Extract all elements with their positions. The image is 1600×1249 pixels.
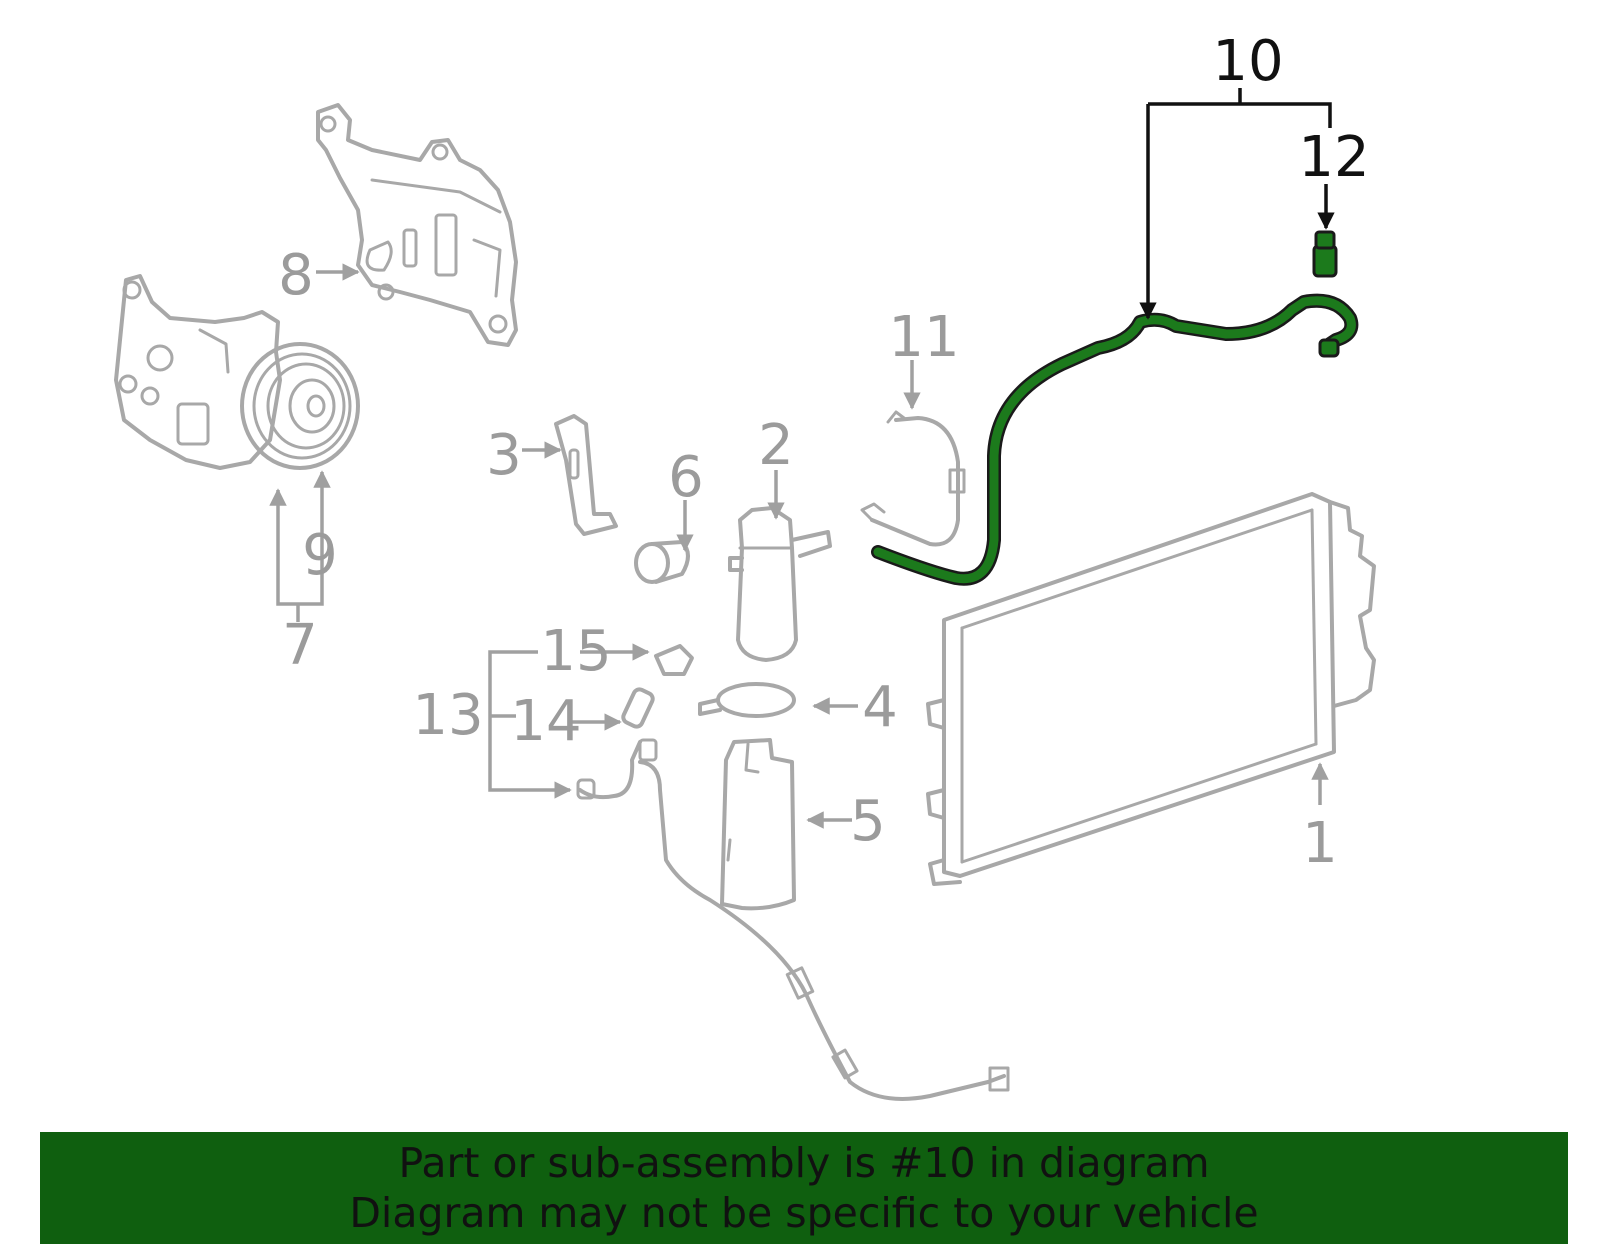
callout-10: 10 [1212,29,1283,94]
callout-7: 7 [282,613,318,678]
compressor-part [114,274,282,470]
suction-hose-part [860,410,966,547]
callout-6: 6 [668,445,704,510]
info-banner: Part or sub-assembly is #10 in diagram D… [40,1132,1568,1244]
clutch-pulley-part [240,342,360,470]
callout-9: 9 [302,523,338,588]
condenser-part [926,492,1376,886]
callout-labels: 1 2 3 4 5 6 7 8 9 10 11 12 13 14 15 [278,29,1369,876]
callout-4: 4 [862,675,898,740]
callout-14: 14 [510,689,581,754]
callout-13: 13 [412,683,483,748]
cap-part-15 [654,644,694,676]
banner-line-1: Part or sub-assembly is #10 in diagram [398,1139,1210,1187]
service-valve-part [1312,230,1338,278]
callout-5: 5 [850,789,886,854]
oring-part-14 [621,687,655,729]
fitting-part-6 [634,540,690,584]
desiccant-bag-part [720,738,796,911]
liquid-line-part [576,738,1010,1101]
bracket-part-3 [554,414,618,536]
mounting-bracket-part [316,103,518,347]
callout-11: 11 [888,305,959,370]
receiver-dehydrator-part [728,506,832,662]
callout-12: 12 [1298,125,1369,190]
retaining-ring-part [698,682,796,718]
banner-line-2: Diagram may not be specific to your vehi… [349,1189,1259,1237]
callout-2: 2 [758,413,794,478]
callout-1: 1 [1302,811,1338,876]
leader-lines [269,88,1335,829]
callout-15: 15 [540,619,611,684]
callout-8: 8 [278,243,314,308]
callout-3: 3 [486,423,522,488]
